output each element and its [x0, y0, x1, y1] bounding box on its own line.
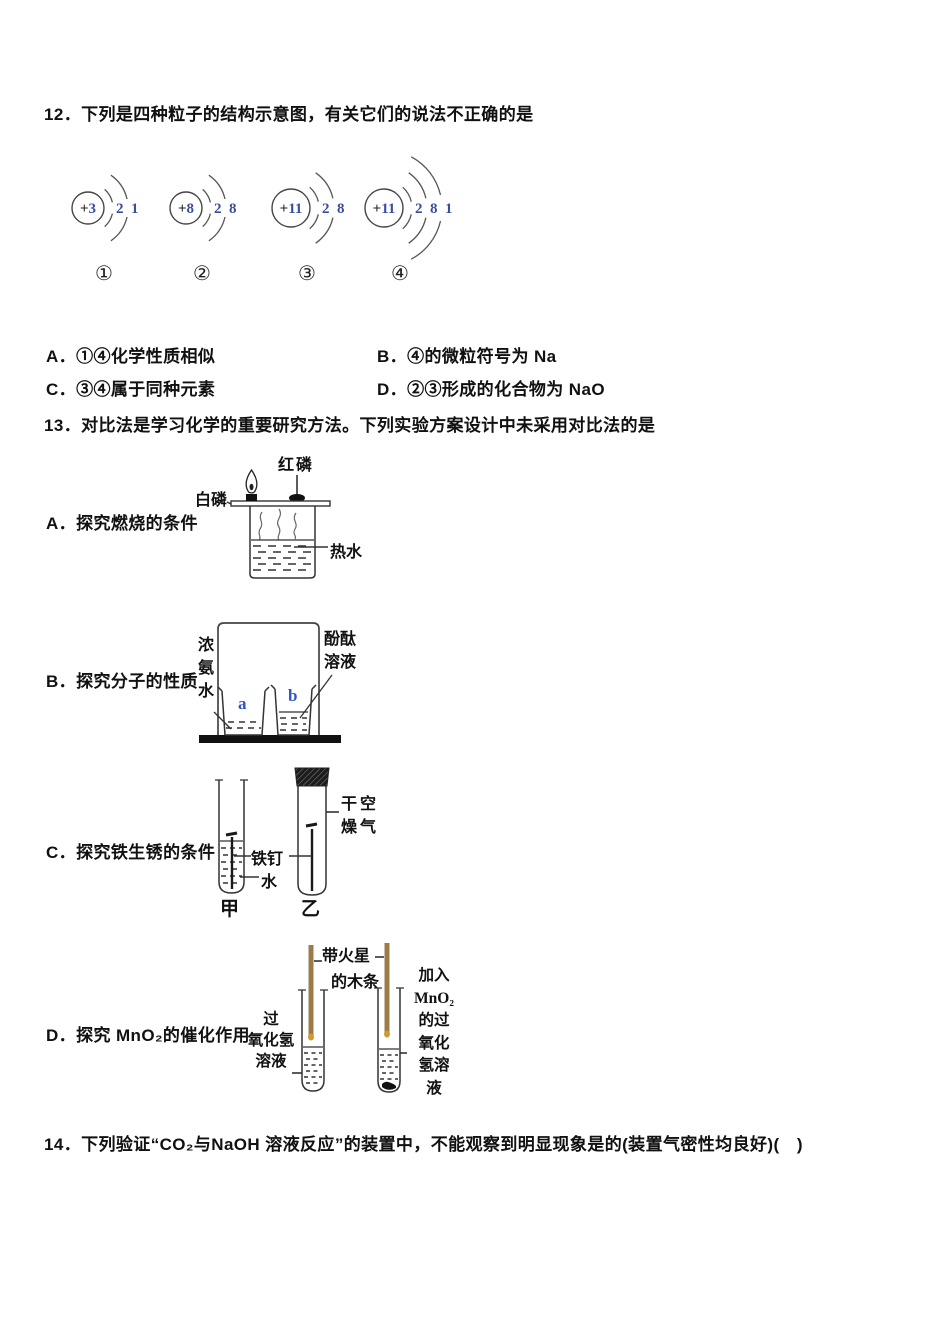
- svg-text:④: ④: [391, 263, 409, 285]
- label-mno2-h2o2: 加入 MnO₂ 的过 氧化 氢溶 液: [414, 967, 454, 1097]
- svg-text:2: 2: [322, 201, 330, 217]
- svg-text:+8: +8: [178, 201, 194, 217]
- plate: [230, 500, 331, 507]
- test-tube-yi: [297, 778, 327, 896]
- exp-b-label: B．探究分子的性质: [46, 672, 198, 691]
- exp-b-diagram: [199, 622, 341, 743]
- svg-text:2: 2: [214, 201, 222, 217]
- wood-splint-right: [384, 943, 390, 1033]
- svg-text:+3: +3: [80, 201, 96, 217]
- beaker-b-letter: b: [288, 686, 298, 705]
- svg-text:+11: +11: [280, 201, 303, 217]
- beaker-b: [270, 684, 317, 736]
- exp-c-diagram: [215, 767, 339, 896]
- rubber-stopper: [294, 767, 330, 787]
- label-ammonia: 浓 氨 水: [197, 637, 214, 700]
- label-iron-nail: 铁钉: [251, 851, 284, 868]
- svg-text:+11: +11: [373, 201, 396, 217]
- label-phenolphthalein: 酚酞 溶液: [323, 631, 356, 671]
- label-red-phosphorus: 红磷: [278, 457, 315, 474]
- covering-jar: [217, 622, 320, 738]
- beaker-a: [217, 686, 270, 736]
- svg-text:2: 2: [116, 201, 124, 217]
- beaker: [249, 506, 316, 579]
- label-white-phosphorus: 白磷: [195, 492, 228, 509]
- mno2-powder: [382, 1081, 397, 1090]
- label-hot-water: 热水: [330, 544, 363, 561]
- red-phosphorus-blob: [289, 494, 305, 502]
- q12-option-c: C．③④属于同种元素: [46, 380, 216, 399]
- label-tube-yi: 乙: [301, 899, 321, 920]
- svg-text:①: ①: [95, 263, 113, 285]
- svg-text:②: ②: [193, 263, 211, 285]
- svg-text:1: 1: [445, 201, 453, 217]
- q12-option-b: B．④的微粒符号为 Na: [377, 347, 557, 366]
- svg-text:1: 1: [131, 201, 139, 217]
- q12-option-d: D．②③形成的化合物为 NaO: [377, 380, 605, 399]
- base: [199, 735, 341, 743]
- exp-a-label: A．探究燃烧的条件: [46, 514, 198, 533]
- svg-text:8: 8: [337, 201, 345, 217]
- svg-text:8: 8: [229, 201, 237, 217]
- white-phosphorus-holder: [246, 494, 257, 501]
- label-splint: 带火星 的木条: [322, 948, 380, 991]
- svg-text:8: 8: [430, 201, 438, 217]
- exp-a-diagram: [226, 468, 331, 579]
- wood-splint-left: [308, 945, 314, 1037]
- label-dry-air: 干空 燥气: [340, 796, 379, 836]
- q12-stem: 12．下列是四种粒子的结构示意图，有关它们的说法不正确的是: [44, 105, 534, 124]
- q13-stem: 13．对比法是学习化学的重要研究方法。下列实验方案设计中未采用对比法的是: [44, 416, 656, 435]
- exp-c-label: C．探究铁生锈的条件: [46, 843, 216, 862]
- label-tube-jia: 甲: [220, 899, 240, 920]
- exp-d-label: D．探究 MnO₂的催化作用: [46, 1026, 250, 1045]
- q12-option-a: A．①④化学性质相似: [46, 347, 216, 366]
- test-tube-left: [301, 990, 325, 1092]
- svg-text:③: ③: [298, 263, 316, 285]
- label-water: 水: [261, 874, 278, 891]
- label-h2o2: 过 氧化氢 溶液: [247, 1011, 295, 1070]
- exp-d-diagram: [292, 943, 407, 1093]
- q14-stem: 14．下列验证“CO₂与NaOH 溶液反应”的装置中，不能观察到明显现象是的(装…: [44, 1135, 803, 1154]
- beaker-a-letter: a: [238, 694, 247, 713]
- test-tube-jia: [218, 780, 245, 894]
- svg-text:2: 2: [415, 201, 423, 217]
- test-tube-right: [377, 988, 401, 1093]
- flame-icon: [245, 468, 258, 494]
